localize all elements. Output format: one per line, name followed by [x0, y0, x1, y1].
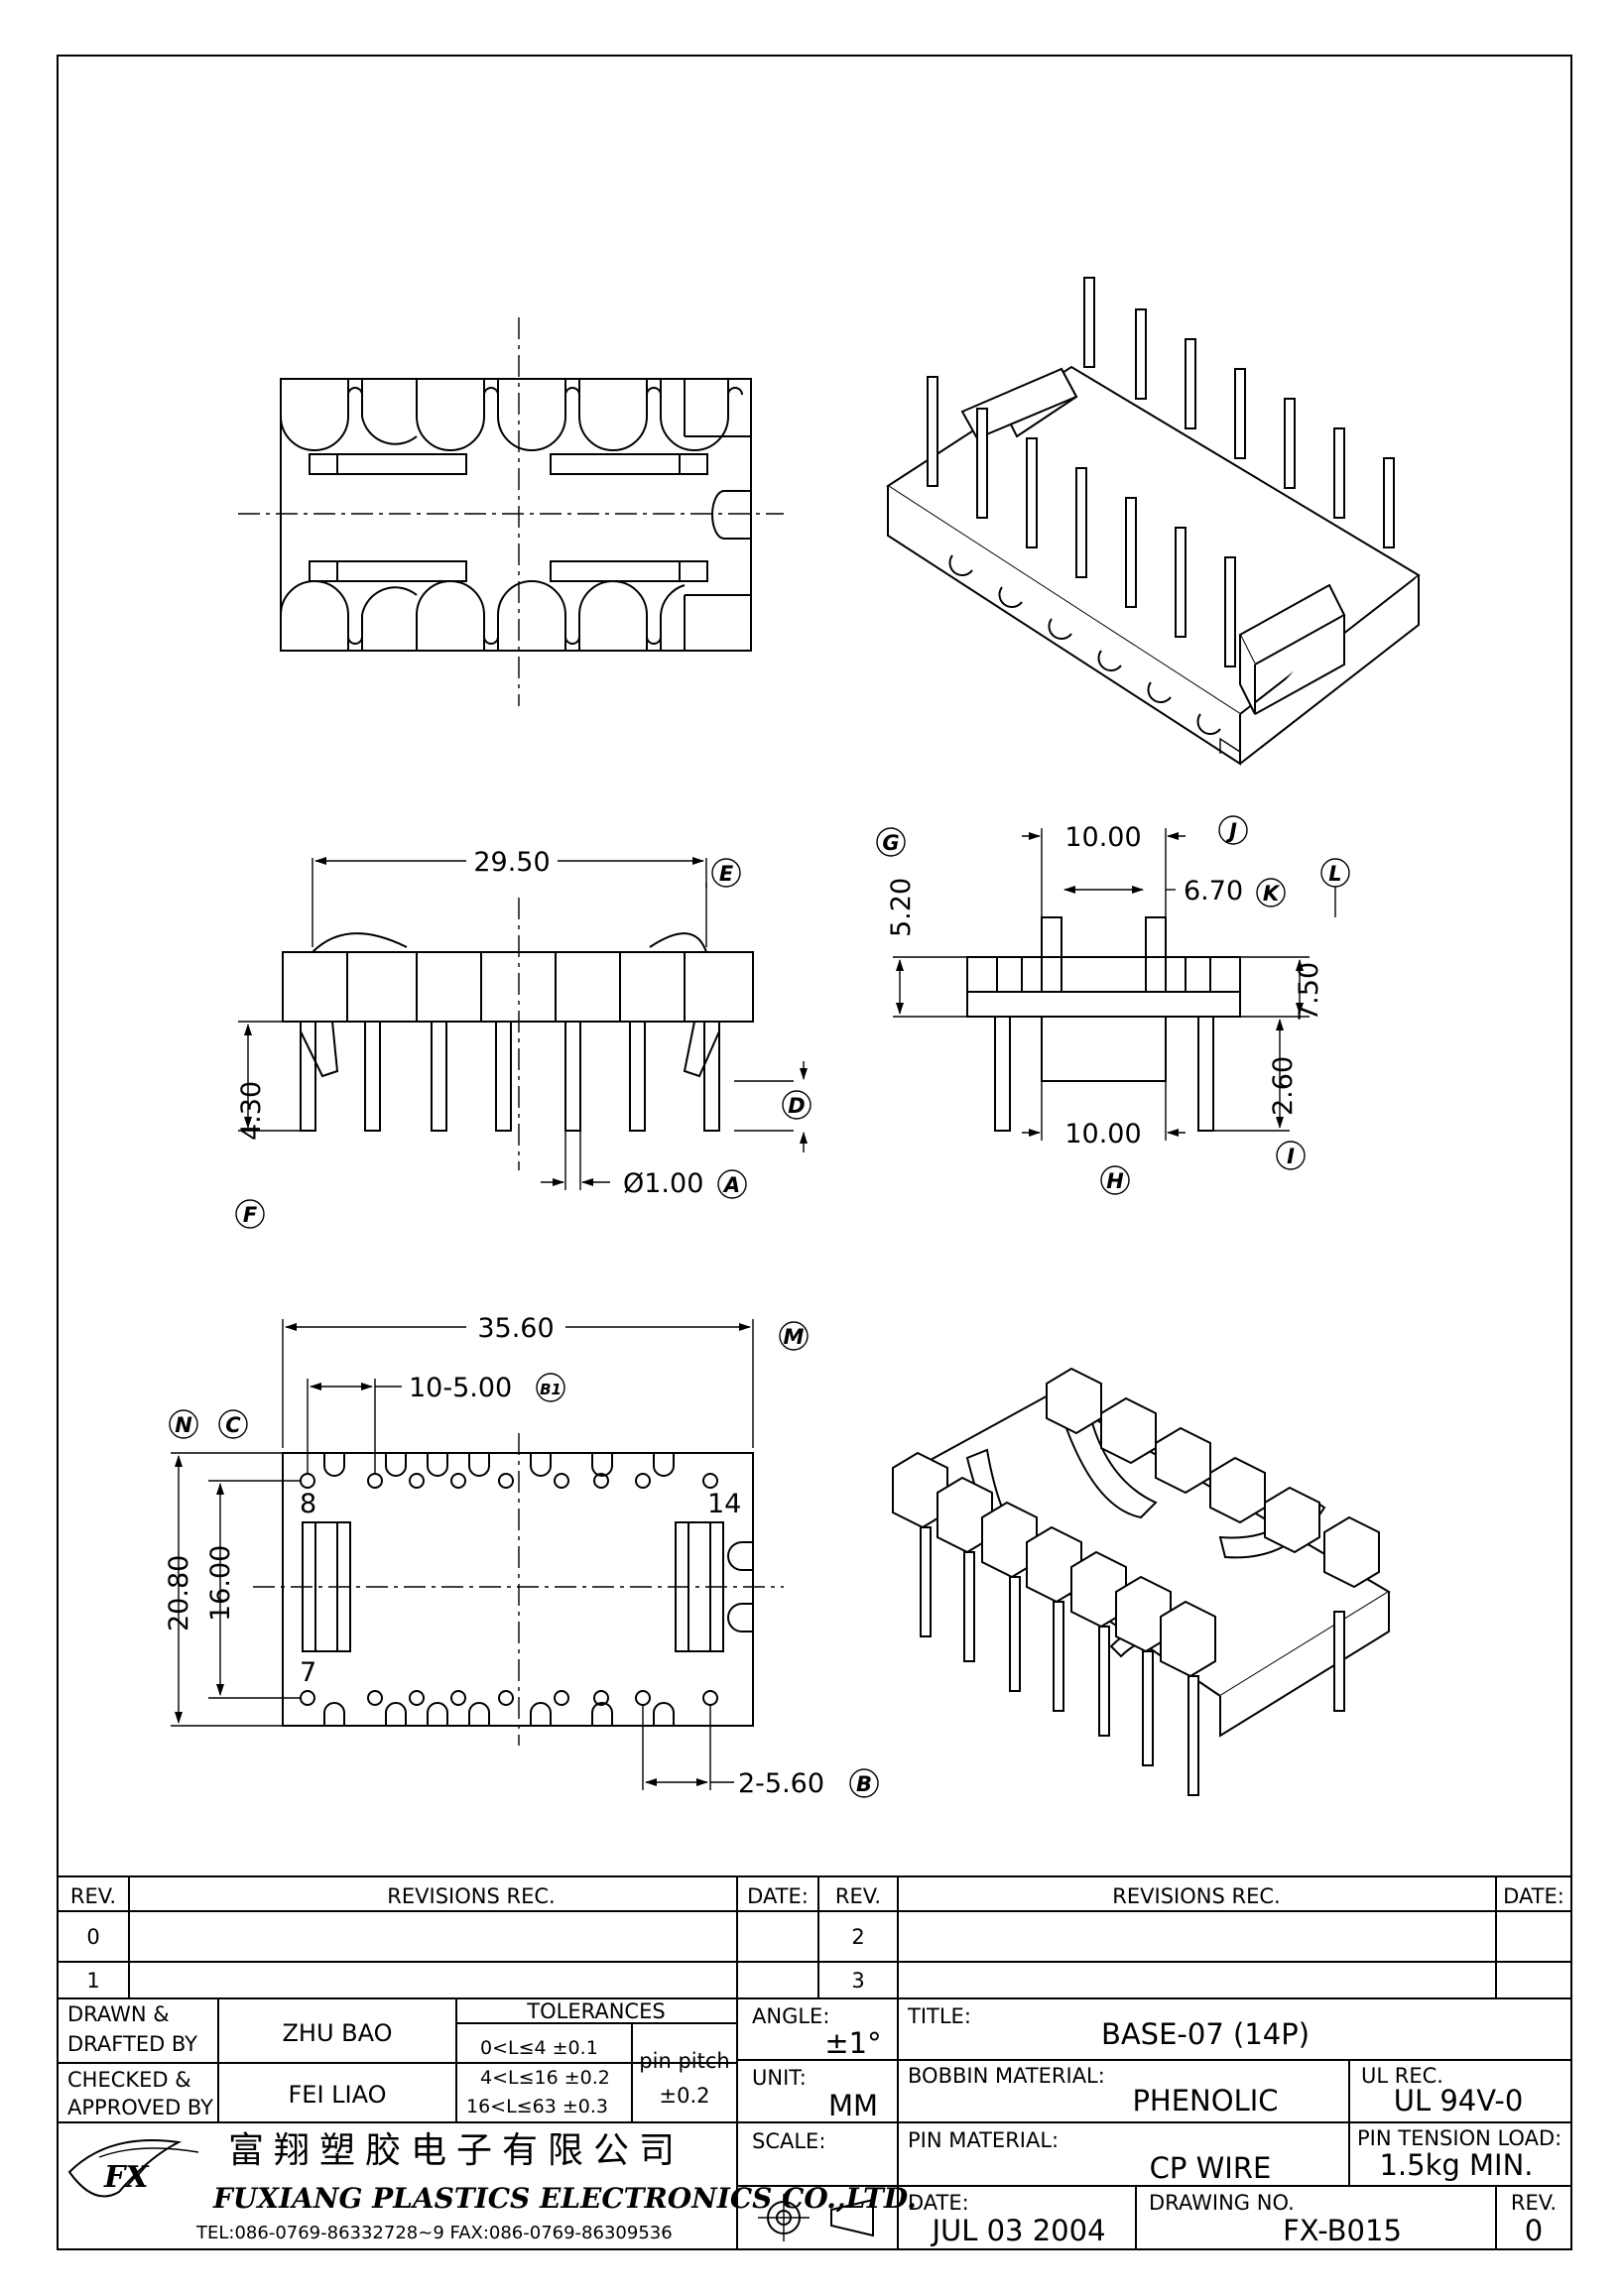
drawing-no-value: FX-B015 [1283, 2214, 1402, 2247]
callout-g: G [882, 831, 899, 855]
rev-row-1: 1 [86, 1969, 99, 1993]
company-name-english: FUXIANG PLASTICS ELECTRONICS CO.,LTD. [212, 2182, 917, 2215]
title-value: BASE-07 (14P) [1101, 2017, 1310, 2051]
rev-row-3: 3 [851, 1969, 864, 1993]
iso-pins-front-row [927, 376, 1236, 667]
callout-d: D [788, 1094, 805, 1118]
dim-10-00-top: 10.00 [1064, 822, 1141, 853]
isometric-view-pins-down [892, 1367, 1391, 1796]
dim-2-60: 2.60 [1268, 1056, 1299, 1116]
pin-pitch-label: pin pitch [639, 2049, 729, 2073]
drawn-label-1: DRAWN & [67, 2002, 170, 2026]
rev-header-right: REV. [835, 1884, 881, 1908]
date-label: DATE: [908, 2191, 969, 2215]
dim-20-80: 20.80 [164, 1555, 194, 1631]
dim-35-60: 35.60 [477, 1313, 554, 1344]
callout-k: K [1263, 882, 1281, 906]
drawn-name: ZHU BAO [282, 2019, 392, 2047]
company-contact: TEL:086-0769-86332728~9 FAX:086-0769-863… [195, 2223, 673, 2243]
angle-label: ANGLE: [752, 2004, 829, 2028]
pin-pitch-value: ±0.2 [660, 2084, 710, 2108]
callout-c: C [225, 1413, 241, 1437]
revisions-rec-header-left: REVISIONS REC. [387, 1884, 555, 1908]
ul-rec-label: UL REC. [1361, 2064, 1443, 2088]
iso2-pins [920, 1526, 1345, 1796]
rev-row-2: 2 [851, 1925, 864, 1949]
title-label: TITLE: [907, 2004, 971, 2028]
title-block: REV. REVISIONS REC. DATE: REV. REVISIONS… [58, 1875, 1571, 2249]
bottom-view: 8 14 7 35.60 M 10-5.00 B1 N C 20.80 16.0… [164, 1313, 879, 1799]
dim-5-20: 5.20 [886, 878, 917, 937]
unit-label: UNIT: [752, 2066, 807, 2090]
bottom-pin-cups [280, 580, 686, 651]
pin-tension-value: 1.5kg MIN. [1379, 2148, 1533, 2182]
projection-symbol-icon [758, 2194, 874, 2241]
top-pin-cups [280, 379, 743, 451]
revisions-rec-header-right: REVISIONS REC. [1112, 1884, 1280, 1908]
company-logo: FX [67, 2139, 199, 2198]
dim-29-50: 29.50 [473, 847, 550, 878]
bobbin-material-label: BOBBIN MATERIAL: [908, 2064, 1105, 2088]
callout-b: B [856, 1772, 872, 1796]
tolerance-row-1: 0<L≤4 ±0.1 [480, 2037, 598, 2059]
tolerance-row-2: 4<L≤16 ±0.2 [480, 2067, 610, 2089]
rev-header-left: REV. [70, 1884, 116, 1908]
checked-label-2: APPROVED BY [67, 2096, 213, 2119]
scale-label: SCALE: [752, 2129, 825, 2153]
callout-m: M [784, 1325, 805, 1349]
callout-j: J [1225, 819, 1237, 843]
side-view-body [282, 951, 754, 1023]
drawing-no-label: DRAWING NO. [1149, 2191, 1295, 2215]
dim-10-00-bottom: 10.00 [1064, 1119, 1141, 1149]
checked-label-1: CHECKED & [67, 2068, 191, 2092]
pin-label-7: 7 [300, 1657, 316, 1688]
unit-value: MM [828, 2089, 878, 2122]
side-view: 29.50 E 4.30 F D Ø1.00 A [235, 847, 812, 1229]
callout-n: N [175, 1413, 192, 1437]
rev-row-0: 0 [86, 1925, 99, 1949]
rev-label: REV. [1511, 2191, 1557, 2215]
callout-e: E [719, 862, 734, 886]
date-header-right: DATE: [1503, 1884, 1564, 1908]
logo-text: FX [103, 2160, 150, 2195]
callout-b1: B1 [540, 1381, 562, 1398]
date-value: JUL 03 2004 [930, 2214, 1105, 2247]
bobbin-material-value: PHENOLIC [1132, 2084, 1278, 2117]
bottom-view-pin-holes [300, 1473, 718, 1706]
top-view [238, 317, 784, 706]
dim-pin-diameter: Ø1.00 [623, 1168, 703, 1199]
rev-value: 0 [1525, 2214, 1543, 2247]
tolerances-header: TOLERANCES [526, 1999, 665, 2023]
dim-16-00: 16.00 [205, 1545, 236, 1622]
drawn-label-2: DRAFTED BY [67, 2032, 197, 2056]
angle-value: ±1° [824, 2026, 881, 2060]
end-view: 10.00 J 6.70 K L 5.20 G 7.50 2.60 I [876, 815, 1350, 1195]
pin-material-label: PIN MATERIAL: [908, 2128, 1059, 2152]
ul-rec-value: UL 94V-0 [1394, 2084, 1524, 2117]
iso2-cups-back [1046, 1367, 1380, 1589]
iso2-cups-front [892, 1451, 1216, 1678]
pin-label-14: 14 [707, 1489, 741, 1519]
callout-f: F [243, 1203, 258, 1227]
checked-name: FEI LIAO [288, 2081, 386, 2109]
callout-h: H [1106, 1169, 1124, 1193]
date-header-left: DATE: [747, 1884, 809, 1908]
company-name-chinese: 富翔塑胶电子有限公司 [228, 2130, 685, 2171]
callout-a: A [722, 1173, 740, 1197]
pin-tension-label: PIN TENSION LOAD: [1357, 2126, 1562, 2150]
pin-label-8: 8 [300, 1489, 316, 1519]
dim-6-70: 6.70 [1184, 876, 1243, 906]
dim-2-5-60: 2-5.60 [738, 1768, 824, 1799]
dim-4-30: 4.30 [236, 1081, 267, 1141]
callout-l: L [1328, 862, 1341, 886]
dim-10-5-00: 10-5.00 [409, 1373, 512, 1403]
sheet-border [57, 55, 1572, 2250]
isometric-view-pins-up [886, 277, 1421, 766]
pin-material-value: CP WIRE [1150, 2151, 1272, 2185]
callout-i: I [1287, 1145, 1295, 1168]
dim-7-50: 7.50 [1294, 962, 1324, 1022]
tolerance-row-3: 16<L≤63 ±0.3 [466, 2096, 608, 2117]
iso-pins-back-row [1083, 277, 1395, 548]
